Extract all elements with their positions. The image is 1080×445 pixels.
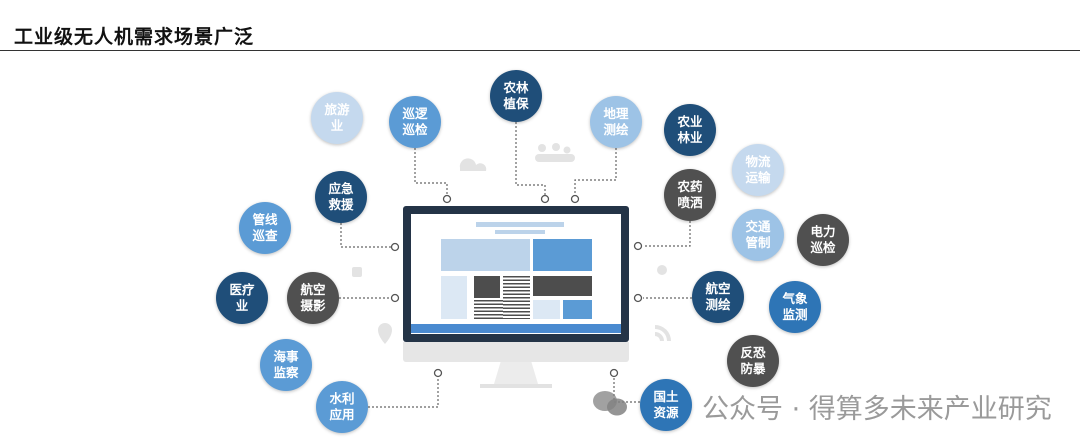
node-tourism: 旅游 业: [311, 92, 363, 144]
monitor-stand: [494, 362, 538, 384]
title-divider: [0, 50, 1080, 51]
node-maritime: 海事 监察: [260, 339, 312, 391]
node-agri-forestry: 农业 林业: [664, 104, 716, 156]
wechat-icon: [593, 391, 627, 416]
node-power-inspection: 电力 巡检: [797, 214, 849, 266]
decorative-icons: [352, 143, 671, 344]
node-traffic: 交通 管制: [732, 209, 784, 261]
node-aerial-photo: 航空 摄影: [287, 272, 339, 324]
monitor-base: [480, 384, 552, 388]
node-weather: 气象 监测: [769, 281, 821, 333]
node-crop-protection: 农林 植保: [490, 70, 542, 122]
node-emergency-rescue: 应急 救援: [315, 171, 367, 223]
node-patrol: 巡逻 巡检: [389, 96, 441, 148]
node-water: 水利 应用: [316, 381, 368, 433]
node-anti-terror: 反恐 防暴: [727, 335, 779, 387]
monitor-screen: [411, 214, 621, 334]
page-title: 工业级无人机需求场景广泛: [14, 26, 255, 48]
node-pesticide-spray: 农药 喷洒: [664, 169, 716, 221]
node-geo-mapping: 地理 测绘: [590, 96, 642, 148]
monitor: [403, 206, 629, 342]
monitor-chin: [403, 342, 629, 362]
watermark: 公众号 · 得算多未来产业研究: [702, 394, 1052, 425]
node-logistics: 物流 运输: [732, 144, 784, 196]
node-medical: 医疗 业: [216, 272, 268, 324]
node-pipeline: 管线 巡查: [239, 202, 291, 254]
node-land-resources: 国土 资源: [640, 379, 692, 431]
node-aerial-survey: 航空 测绘: [692, 271, 744, 323]
